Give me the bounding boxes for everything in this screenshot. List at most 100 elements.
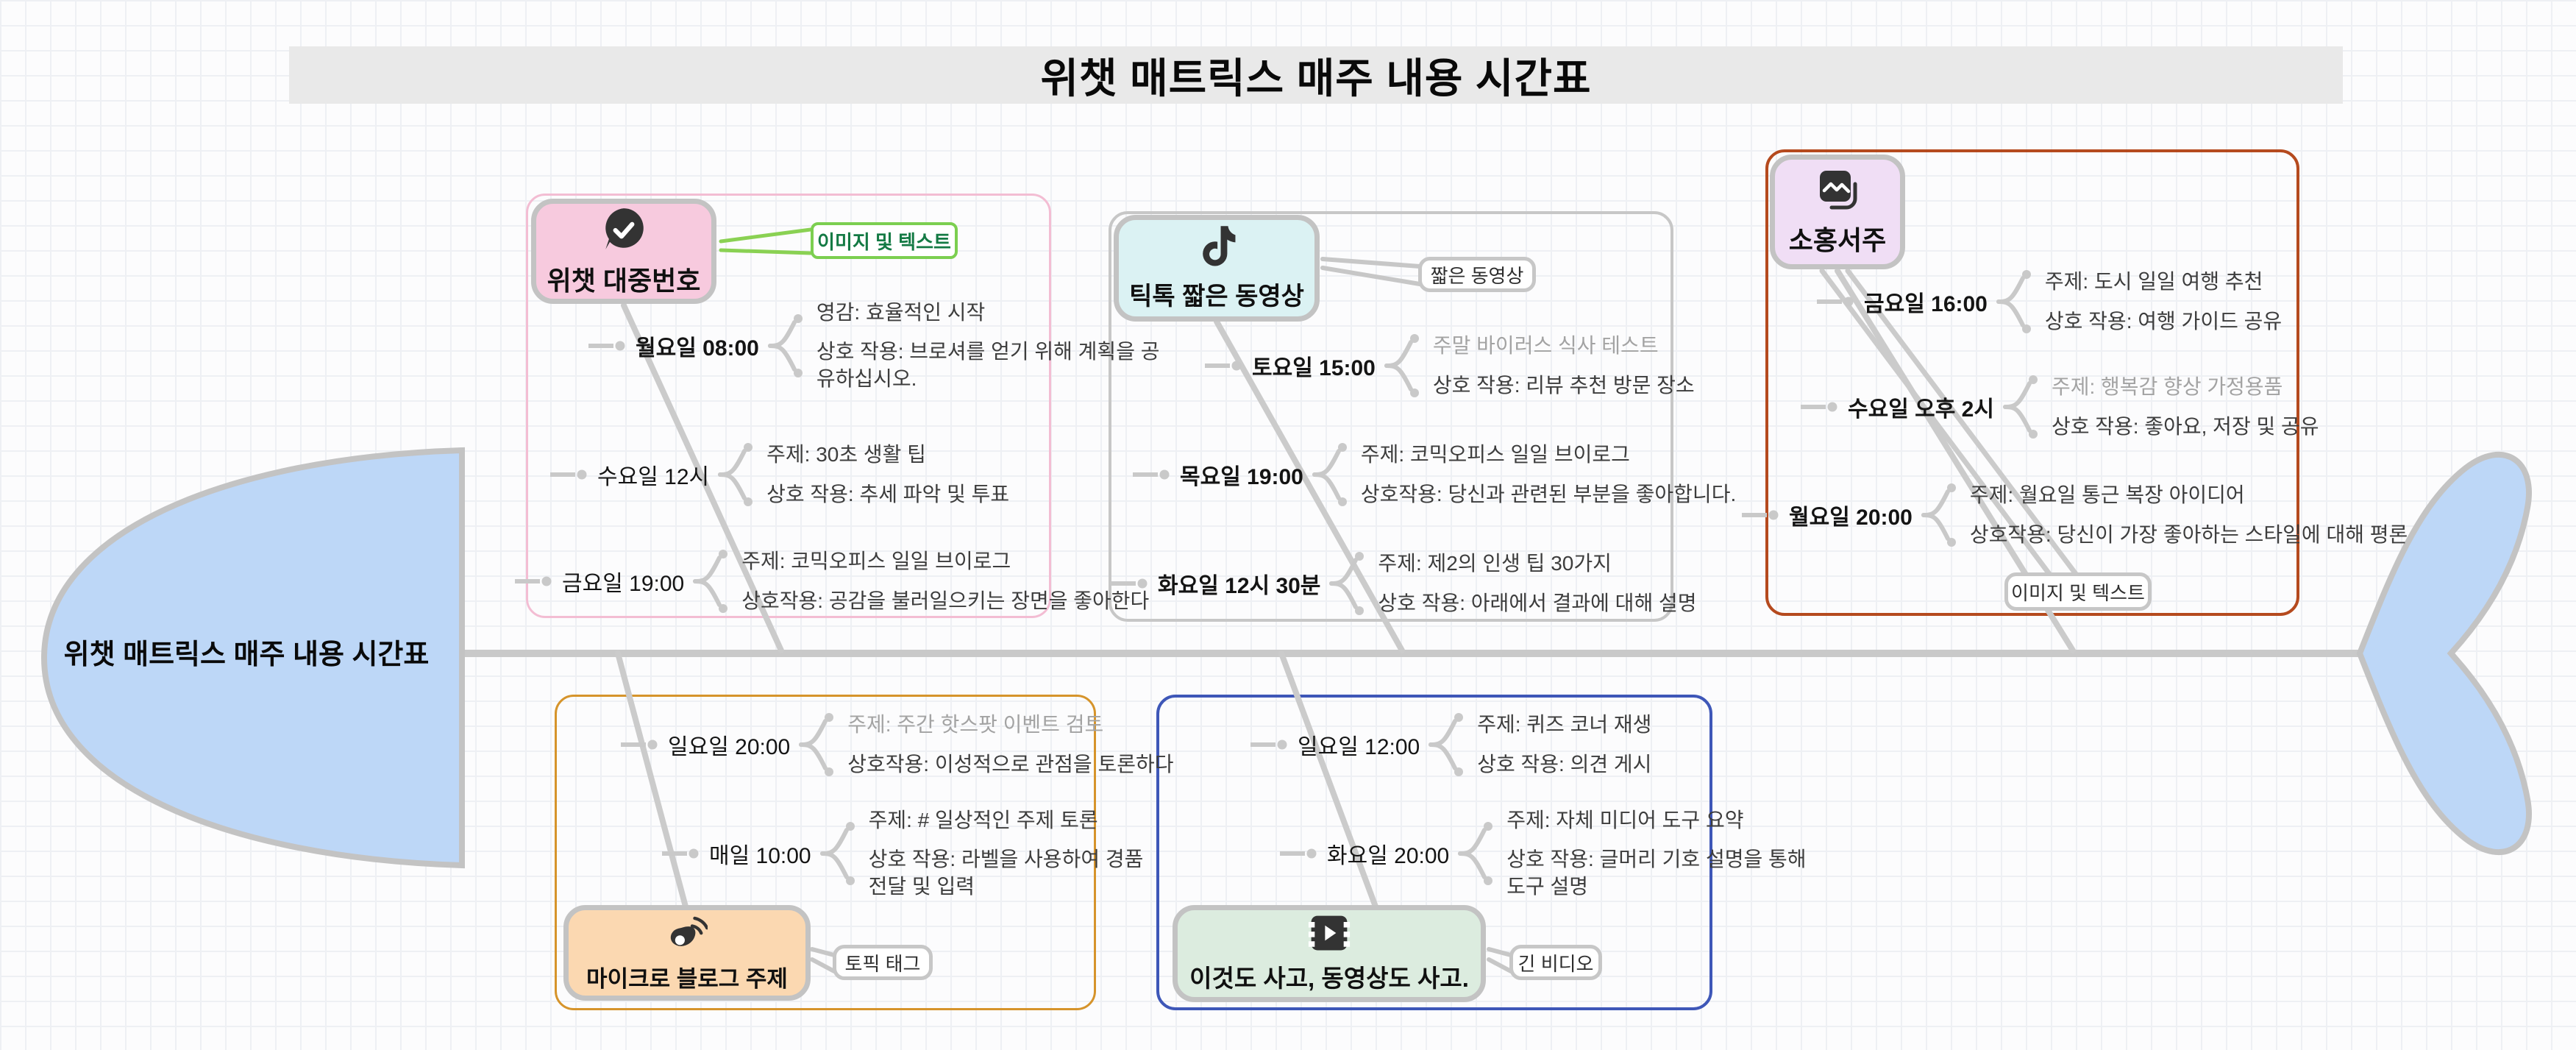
topic-text[interactable]: 영감: 효율적인 시작: [816, 300, 986, 324]
interaction-text[interactable]: 상호 작용: 브로셔를 얻기 위해 계획을 공유하십시오.: [816, 340, 1160, 390]
schedule-row[interactable]: 수요일 12시 주제: 30초 생활 팁 상호 작용: 추세 파악 및 투표: [550, 427, 1009, 522]
callout-xiaohongshu-format[interactable]: 이미지 및 텍스트: [2004, 572, 2152, 611]
fork-connector-icon: [799, 713, 834, 776]
topic-text[interactable]: 주말 바이러스 식사 테스트: [1432, 334, 1659, 358]
lead-connector-icon: [515, 576, 552, 586]
lead-connector-icon: [550, 469, 587, 480]
interaction-text[interactable]: 상호 작용: 여행 가이드 공유: [2044, 309, 2283, 333]
time-label[interactable]: 매일 10:00: [709, 844, 811, 868]
time-label[interactable]: 목요일 19:00: [1180, 465, 1303, 489]
fork-connector-icon: [2002, 375, 2038, 439]
time-label[interactable]: 토요일 15:00: [1252, 356, 1376, 380]
interaction-text[interactable]: 상호 작용: 의견 게시: [1477, 752, 1652, 776]
fork-connector-icon: [767, 314, 803, 377]
lead-connector-icon: [1111, 578, 1148, 589]
topic-text[interactable]: 주제: 자체 미디어 도구 요약: [1506, 808, 1744, 831]
node-label: 마이크로 블로그 주제: [586, 965, 788, 992]
time-label[interactable]: 수요일 오후 2시: [1848, 397, 1994, 422]
fork-connector-icon: [1312, 443, 1347, 506]
topic-text[interactable]: 주제: 제2의 인생 팁 30가지: [1378, 552, 1612, 575]
fork-connector-icon: [1428, 713, 1464, 776]
time-label[interactable]: 일요일 12:00: [1298, 735, 1420, 759]
schedule-row[interactable]: 월요일 08:00 영감: 효율적인 시작 상호 작용: 브로셔를 얻기 위해 …: [588, 298, 1162, 394]
schedule-row[interactable]: 월요일 20:00 주제: 월요일 통근 복장 아이디어 상호작용: 당신이 가…: [1742, 467, 2408, 563]
schedule-row[interactable]: 화요일 20:00 주제: 자체 미디어 도구 요약 상호 작용: 글머리 기호…: [1280, 806, 1815, 901]
interaction-text[interactable]: 상호 작용: 추세 파악 및 투표: [766, 482, 1010, 506]
callout-video-format[interactable]: 긴 비디오: [1509, 945, 1602, 980]
interaction-text[interactable]: 상호 작용: 글머리 기호 설명을 통해 도구 설명: [1506, 848, 1807, 898]
tiktok-note-icon: [1203, 226, 1236, 266]
page-title: 위챗 매트릭스 매주 내용 시간표: [1040, 54, 1592, 102]
film-play-icon: [1308, 915, 1351, 951]
topic-text[interactable]: 주제: 월요일 통근 복장 아이디어: [1969, 483, 2245, 507]
node-label: 틱톡 짧은 동영상: [1129, 283, 1304, 311]
lead-connector-icon: [662, 848, 699, 859]
topic-text[interactable]: 주제: 도시 일일 여행 추천: [2044, 270, 2263, 294]
schedule-row[interactable]: 금요일 19:00 주제: 코믹오피스 일일 브이로그 상호작용: 공감을 불러…: [515, 533, 1149, 629]
interaction-text[interactable]: 상호작용: 공감을 불러일으키는 장면을 좋아한다: [741, 589, 1150, 612]
interaction-text[interactable]: 상호작용: 이성적으로 관점을 토론하다: [847, 752, 1174, 776]
lead-connector-icon: [1250, 739, 1287, 750]
topic-text[interactable]: 주제: # 일상적인 주제 토론: [868, 808, 1098, 831]
fork-connector-icon: [1996, 270, 2031, 333]
node-microblog-topic[interactable]: 마이크로 블로그 주제: [563, 905, 811, 1001]
callout-tiktok-format[interactable]: 짧은 동영상: [1418, 257, 1536, 292]
interaction-text[interactable]: 상호 작용: 아래에서 결과에 대해 설명: [1378, 591, 1697, 614]
schedule-row[interactable]: 토요일 15:00 주말 바이러스 식사 테스트 상호 작용: 리뷰 추천 방문…: [1205, 318, 1695, 414]
node-tiktok-short-video[interactable]: 틱톡 짧은 동영상: [1114, 215, 1320, 322]
fork-connector-icon: [1329, 552, 1365, 615]
schedule-row[interactable]: 금요일 16:00 주제: 도시 일일 여행 추천 상호 작용: 여행 가이드 …: [1817, 254, 2282, 350]
schedule-row[interactable]: 목요일 19:00 주제: 코믹오피스 일일 브이로그 상호작용: 당신과 관련…: [1133, 427, 1736, 522]
time-label[interactable]: 수요일 12시: [597, 465, 710, 489]
fork-connector-icon: [819, 822, 855, 885]
lead-connector-icon: [1280, 848, 1317, 859]
fork-connector-icon: [1921, 483, 1956, 547]
fish-head-label[interactable]: 위챗 매트릭스 매주 내용 시간표: [63, 639, 430, 670]
node-long-video[interactable]: 이것도 사고, 동영상도 사고.: [1173, 905, 1486, 1002]
topic-text[interactable]: 주제: 퀴즈 코너 재생: [1477, 713, 1652, 737]
time-label[interactable]: 월요일 20:00: [1789, 506, 1913, 530]
topic-text[interactable]: 주제: 주간 핫스팟 이벤트 검토: [847, 713, 1104, 737]
node-xiaohongshu[interactable]: 소홍서주: [1770, 155, 1905, 269]
time-label[interactable]: 금요일 19:00: [562, 572, 685, 596]
topic-text[interactable]: 주제: 30초 생활 팁: [766, 443, 926, 467]
branch-box-wechat: [526, 194, 1051, 618]
weibo-eye-icon: [670, 916, 708, 946]
time-label[interactable]: 화요일 20:00: [1327, 844, 1450, 868]
time-label[interactable]: 월요일 08:00: [636, 336, 759, 361]
lead-connector-icon: [1801, 402, 1837, 412]
time-label[interactable]: 화요일 12시 30분: [1158, 574, 1321, 598]
node-wechat-official-account[interactable]: 위챗 대중번호: [531, 199, 716, 304]
lead-connector-icon: [1742, 510, 1779, 520]
time-label[interactable]: 금요일 16:00: [1864, 292, 1988, 316]
title-banner[interactable]: 위챗 매트릭스 매주 내용 시간표: [289, 46, 2343, 104]
topic-text[interactable]: 주제: 코믹오피스 일일 브이로그: [1360, 443, 1630, 467]
schedule-row[interactable]: 화요일 12시 30분 주제: 제2의 인생 팁 30가지 상호 작용: 아래에…: [1111, 536, 1697, 631]
node-label: 이것도 사고, 동영상도 사고.: [1189, 965, 1469, 992]
schedule-row[interactable]: 매일 10:00 주제: # 일상적인 주제 토론 상호 작용: 라벨을 사용하…: [662, 806, 1167, 901]
branch-box-weibo: [555, 695, 1096, 1010]
lead-connector-icon: [1133, 469, 1170, 480]
interaction-text[interactable]: 상호 작용: 좋아요, 저장 및 공유: [2051, 414, 2319, 438]
node-label: 위챗 대중번호: [547, 265, 701, 296]
lead-connector-icon: [1205, 361, 1242, 371]
interaction-text[interactable]: 상호 작용: 리뷰 추천 방문 장소: [1432, 373, 1695, 397]
interaction-text[interactable]: 상호 작용: 라벨을 사용하여 경품 전달 및 입력: [868, 848, 1144, 898]
schedule-row[interactable]: 일요일 20:00 주제: 주간 핫스팟 이벤트 검토 상호작용: 이성적으로 …: [621, 697, 1174, 792]
topic-text[interactable]: 주제: 코믹오피스 일일 브이로그: [741, 550, 1011, 573]
callout-weibo-format[interactable]: 토픽 태그: [833, 945, 933, 980]
callout-wechat-format[interactable]: 이미지 및 텍스트: [811, 222, 958, 259]
branch-box-video: [1156, 695, 1712, 1010]
fork-connector-icon: [693, 550, 728, 613]
fork-connector-icon: [718, 443, 753, 506]
schedule-row[interactable]: 일요일 12:00 주제: 퀴즈 코너 재생 상호 작용: 의견 게시: [1250, 697, 1651, 792]
lead-connector-icon: [621, 739, 658, 750]
schedule-row[interactable]: 수요일 오후 2시 주제: 행복감 향상 가정용품 상호 작용: 좋아요, 저장…: [1801, 359, 2319, 455]
time-label[interactable]: 일요일 20:00: [668, 735, 791, 759]
wechat-check-icon: [605, 207, 644, 249]
lead-connector-icon: [588, 341, 625, 351]
topic-text[interactable]: 주제: 행복감 향상 가정용품: [2051, 375, 2283, 399]
interaction-text[interactable]: 상호작용: 당신과 관련된 부분을 좋아합니다.: [1360, 482, 1737, 506]
interaction-text[interactable]: 상호작용: 당신이 가장 좋아하는 스타일에 대해 평론: [1969, 522, 2408, 546]
